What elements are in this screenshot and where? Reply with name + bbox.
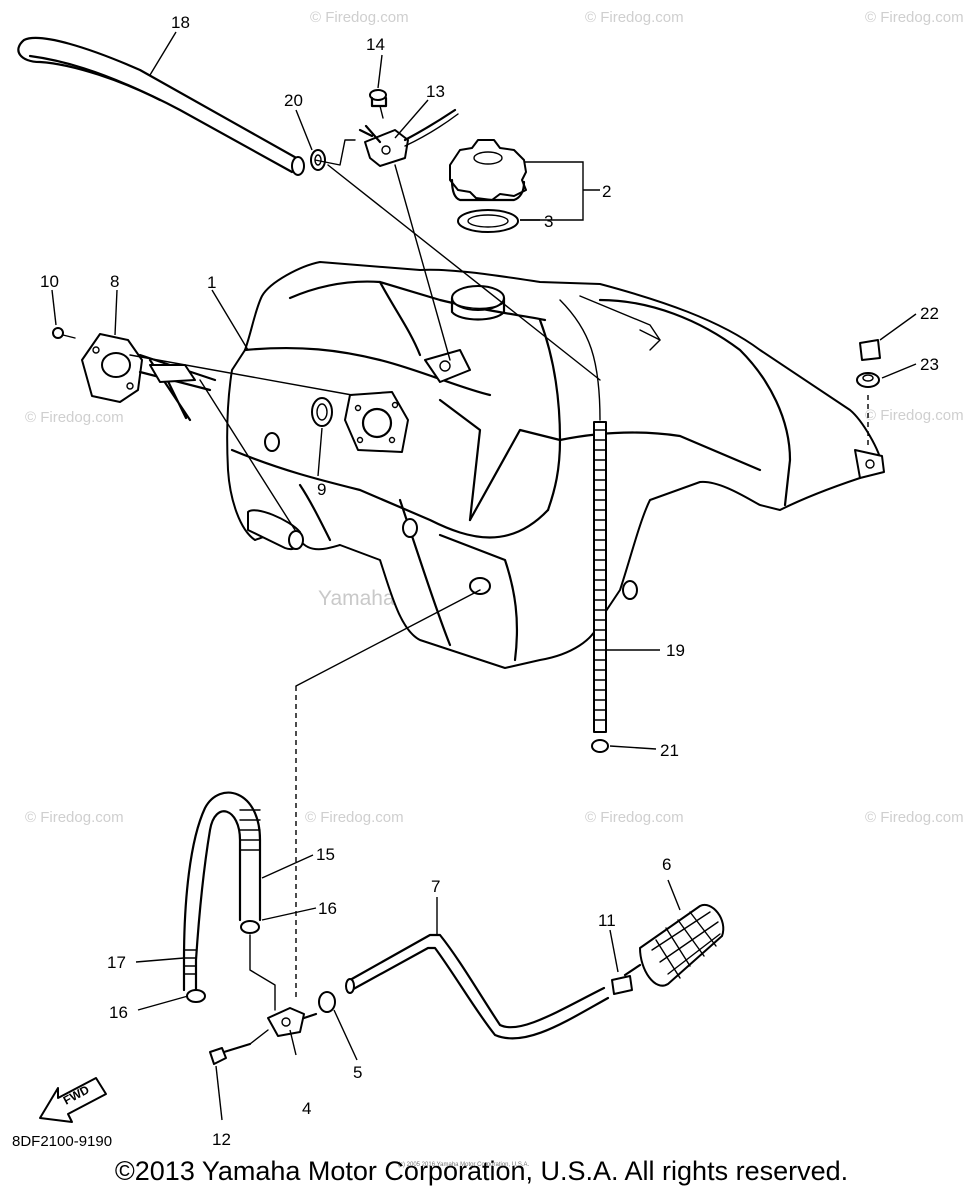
gasket-9 (129, 354, 353, 427)
watermark-9: © Firedog.com (305, 809, 404, 826)
rubber-mount (856, 339, 881, 448)
callout-4: 4 (302, 1099, 311, 1118)
small-print: (c) 2005 2016 Yamaha Motor Corporation, … (398, 1162, 530, 1168)
leader-lines (51, 31, 917, 1121)
callout-8: 8 (110, 272, 119, 291)
callout-1: 1 (207, 273, 216, 292)
fitting-13 (358, 108, 459, 361)
level-hose (559, 299, 609, 753)
callout-15: 15 (316, 845, 335, 864)
watermark-10: © Firedog.com (585, 809, 684, 826)
watermark-3: © Firedog.com (865, 9, 963, 26)
vent-hose (17, 36, 305, 176)
callouts: 1 2 3 4 5 6 7 8 9 10 11 12 13 14 15 16 1… (40, 13, 939, 1149)
callout-22: 22 (920, 304, 939, 323)
watermark-11: © Firedog.com (865, 809, 963, 826)
callout-14: 14 (366, 35, 385, 54)
callout-17: 17 (107, 953, 126, 972)
callout-7: 7 (431, 877, 440, 896)
fuel-lines (182, 589, 725, 1065)
watermark-8: © Firedog.com (25, 809, 124, 826)
fuel-sender-unit (81, 333, 296, 531)
bolt-10 (52, 327, 76, 339)
callout-16b: 16 (109, 1003, 128, 1022)
bolt-14 (369, 89, 388, 119)
callout-16a: 16 (318, 899, 337, 918)
watermarks: © Firedog.com © Firedog.com © Firedog.co… (25, 9, 963, 826)
callout-3: 3 (544, 212, 553, 231)
fuel-tank (226, 261, 885, 669)
callout-11: 11 (598, 911, 616, 930)
diagram-code: 8DF2100-9190 (12, 1133, 112, 1150)
callout-10: 10 (40, 272, 59, 291)
watermark-7: © Firedog.com (865, 407, 963, 424)
watermark-2: © Firedog.com (585, 9, 684, 26)
watermark-4: © Firedog.com (25, 409, 124, 426)
copyright-notice: ©2013 Yamaha Motor Corporation, U.S.A. A… (114, 1156, 849, 1186)
callout-5: 5 (353, 1063, 362, 1082)
callout-13: 13 (426, 82, 445, 101)
callout-6: 6 (662, 855, 671, 874)
callout-2: 2 (602, 182, 611, 201)
fuel-cap-assembly (449, 139, 527, 233)
callout-9: 9 (317, 480, 326, 499)
fwd-arrow: FWD (39, 1077, 107, 1123)
clamp-20 (310, 139, 601, 381)
callout-19: 19 (666, 641, 685, 660)
callout-12: 12 (212, 1130, 231, 1149)
callout-21: 21 (660, 741, 679, 760)
callout-18: 18 (171, 13, 190, 32)
watermark-1: © Firedog.com (310, 9, 409, 26)
callout-23: 23 (920, 355, 939, 374)
callout-20: 20 (284, 91, 303, 110)
